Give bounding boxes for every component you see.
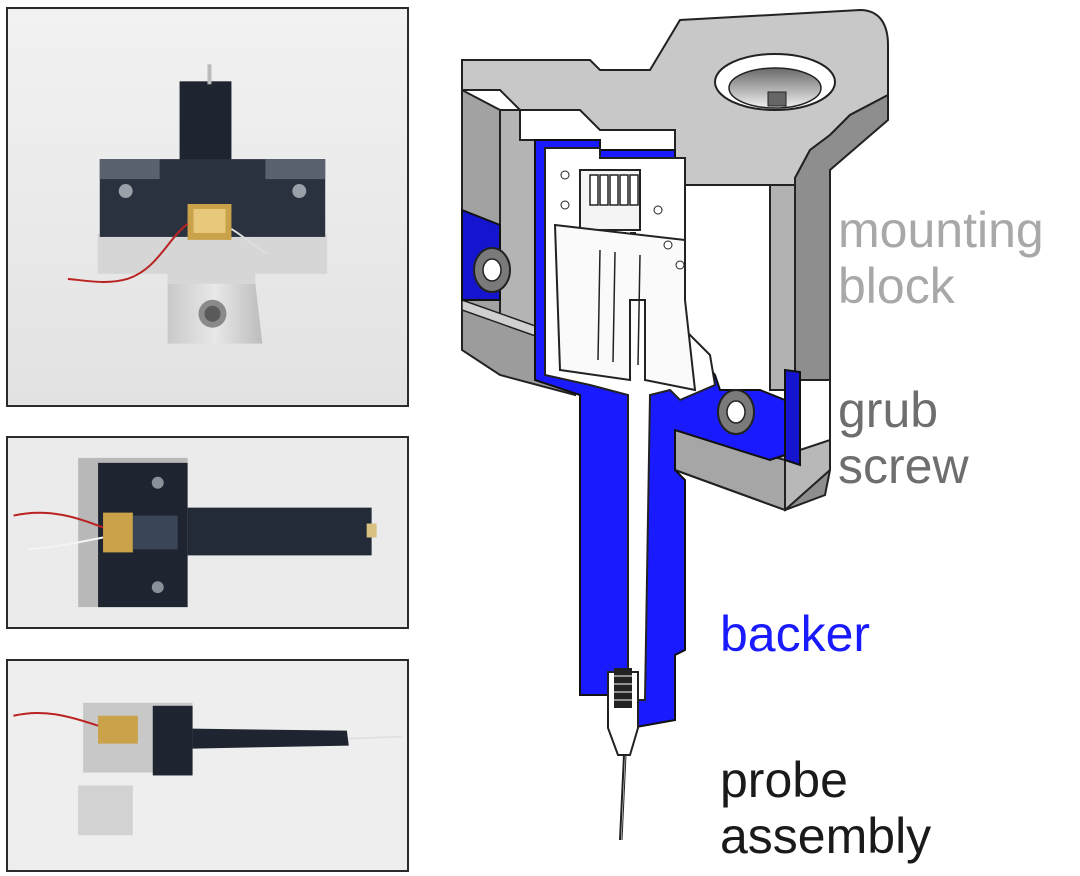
label-grub-screw-line-2: screw: [838, 438, 969, 494]
photo-front-view: [6, 7, 409, 407]
photo-top-view-image: [8, 438, 407, 627]
grub-screw-left: [473, 247, 511, 293]
photo-side-view-image: [8, 661, 407, 870]
label-probe-assembly-line-1: probe: [720, 752, 848, 808]
grub-screw-right: [717, 389, 755, 435]
label-backer-line-1: backer: [720, 606, 871, 662]
label-probe-assembly: probe assembly: [720, 752, 931, 864]
mounting-block: [461, 8, 889, 512]
label-mounting-block: mounting block: [838, 202, 1044, 314]
label-grub-screw-line-1: grub: [838, 382, 939, 438]
photo-top-view: [6, 436, 409, 629]
photo-front-view-image: [8, 9, 407, 405]
probe-assembly: [544, 147, 717, 841]
label-mounting-block-line-1: mounting: [838, 202, 1044, 258]
assembly-diagram-svg: [461, 8, 889, 841]
assembly-diagram: [440, 0, 1080, 876]
photo-side-view: [6, 659, 409, 872]
label-mounting-block-line-2: block: [838, 258, 955, 314]
hole-set-screw: [767, 91, 787, 107]
label-probe-assembly-line-2: assembly: [720, 808, 932, 864]
label-backer: backer: [720, 606, 870, 662]
label-grub-screw: grub screw: [838, 382, 969, 494]
